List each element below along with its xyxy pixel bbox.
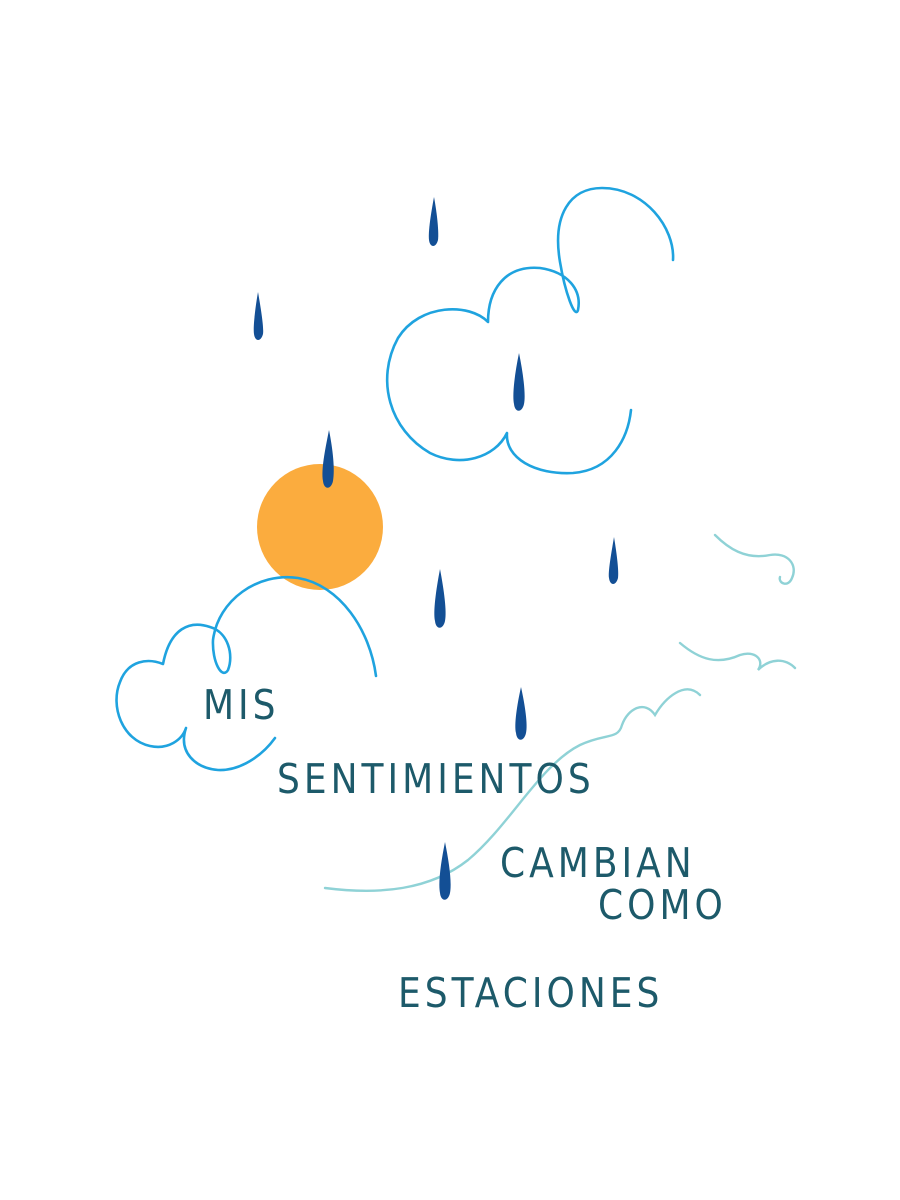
raindrop-icon <box>439 842 451 900</box>
phrase-word-estaciones: ESTACIONES <box>398 970 664 1018</box>
sun-icon <box>257 464 383 590</box>
hill-line-icon <box>323 688 702 892</box>
small-cloud-icon <box>115 575 378 772</box>
big-cloud-icon <box>385 186 675 475</box>
raindrop-icon <box>608 537 619 584</box>
raindrop-icon <box>515 687 527 740</box>
phrase-word-mis: MIS <box>203 682 280 730</box>
phrase-word-como: COMO <box>598 882 727 930</box>
raindrop-icon <box>434 569 446 628</box>
raindrops <box>253 197 619 900</box>
phrase-word-sentimientos: SENTIMIENTOS <box>277 756 595 804</box>
wind-line-middle-icon <box>678 641 797 671</box>
raindrop-icon <box>253 292 264 340</box>
raindrop-icon <box>513 353 525 411</box>
phrase-word-cambian: CAMBIAN <box>500 840 696 888</box>
wind-line-top-icon <box>713 533 795 585</box>
raindrop-icon <box>428 197 439 246</box>
raindrop-icon <box>322 430 334 488</box>
